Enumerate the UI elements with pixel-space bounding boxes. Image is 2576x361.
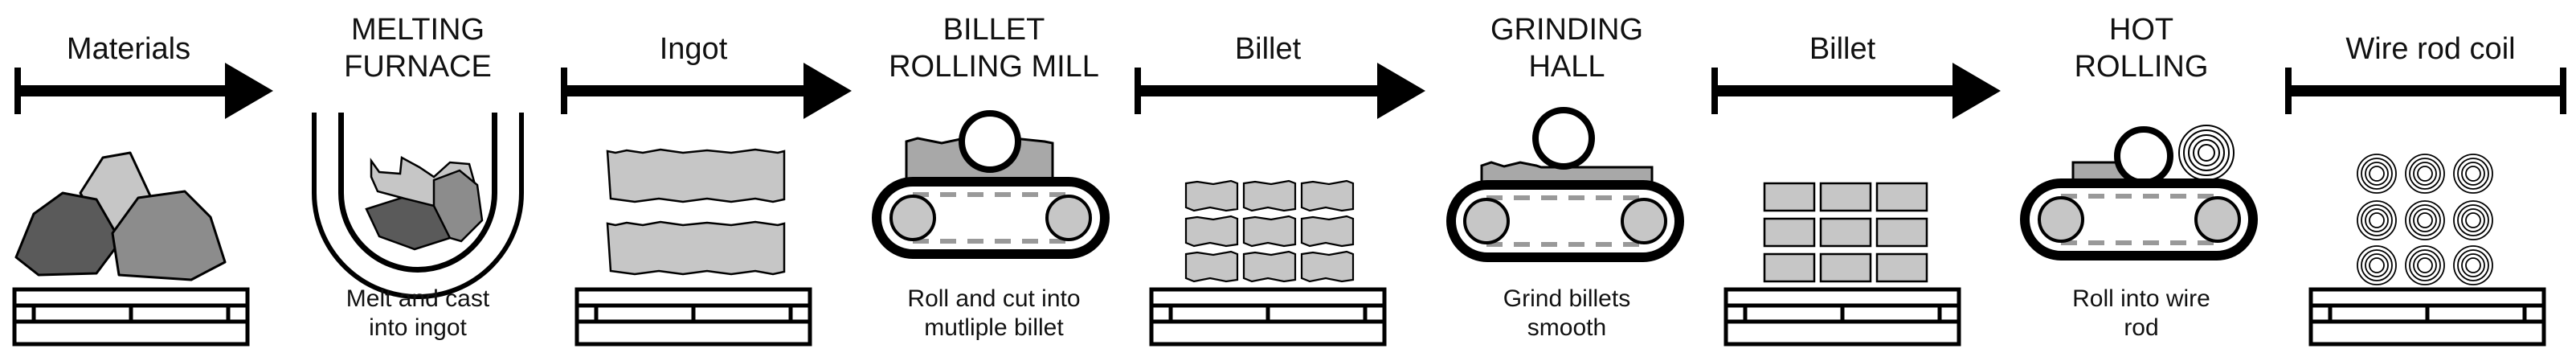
arrow-billet-2: [1711, 63, 2001, 119]
arrow-label-billet-2: Billet: [1809, 32, 1876, 66]
pallet-1: [12, 287, 250, 347]
stage-caption-hot-rolling: Roll into wire rod: [2072, 285, 2210, 341]
arrow-label-ingot: Ingot: [659, 32, 728, 66]
arrow-label-billet-1: Billet: [1234, 32, 1302, 66]
billet-rolling-mill: [872, 110, 1110, 259]
arrow-wire-rod-coil: [2285, 68, 2566, 114]
hot-rolling-mill: [2020, 125, 2258, 260]
melting-furnace-crucible: [312, 113, 524, 299]
stage-title-grinding-hall: GRINDING HALL: [1490, 13, 1643, 84]
billets-rough: [1184, 179, 1355, 283]
arrow-label-wire-rod-coil: Wire rod coil: [2345, 32, 2516, 66]
pallet-5: [2308, 287, 2546, 347]
arrow-billet-1: [1135, 63, 1425, 119]
arrow-ingot: [561, 63, 852, 119]
ingots: [606, 148, 786, 276]
grinding-machine: [1446, 107, 1684, 262]
pallet-4: [1723, 287, 1961, 347]
stage-caption-grinding-hall: Grind billets smooth: [1503, 285, 1631, 341]
billets-smooth: [1763, 182, 1928, 283]
raw-materials-rocks: [14, 151, 227, 281]
stage-title-billet-rolling-mill: BILLET ROLLING MILL: [889, 13, 1099, 84]
wire-rod-coils: [2357, 154, 2493, 285]
pallet-3: [1149, 287, 1387, 347]
stage-title-melting-furnace: MELTING FURNACE: [344, 13, 492, 84]
arrow-label-materials: Materials: [66, 32, 191, 66]
arrow-materials: [14, 63, 273, 119]
stage-caption-billet-rolling-mill: Roll and cut into mutliple billet: [907, 285, 1081, 341]
pallet-2: [574, 287, 812, 347]
stage-caption-melting-furnace: Melt and cast into ingot: [346, 285, 490, 341]
stage-title-hot-rolling: HOT ROLLING: [2074, 13, 2209, 84]
